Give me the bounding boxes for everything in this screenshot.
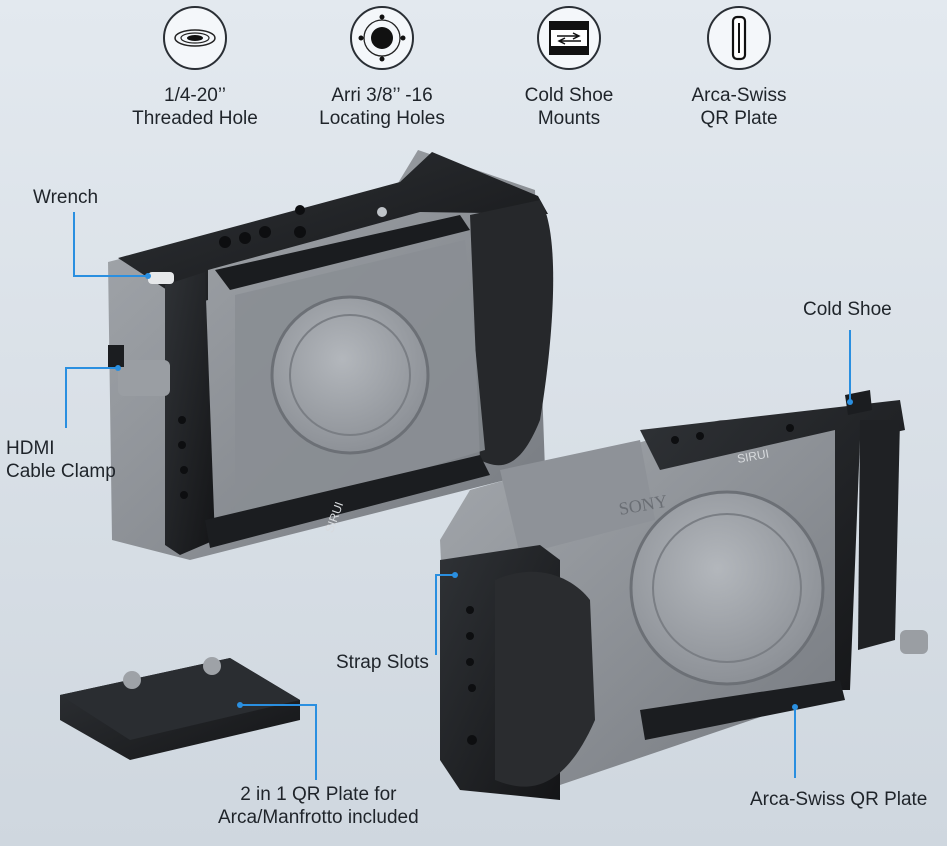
feature-label: Cold Shoe Mounts: [524, 85, 614, 129]
callout-hdmi-cable-clamp: HDMI Cable Clamp: [6, 438, 116, 482]
cold-shoe-mounts-icon: [537, 6, 601, 70]
callout-strap-slots: Strap Slots: [336, 652, 429, 673]
threaded-hole-icon: [163, 6, 227, 70]
feature-label: 1/4-20’’ Threaded Hole: [132, 85, 258, 129]
callout-qr-plate: 2 in 1 QR Plate for Arca/Manfrotto inclu…: [218, 784, 419, 828]
locating-holes-icon: [350, 6, 414, 70]
callout-lines: [65, 212, 851, 780]
feature-label: Arca-Swiss QR Plate: [691, 85, 787, 129]
arca-swiss-plate-icon: [707, 6, 771, 70]
callout-dots: [115, 273, 853, 710]
qr-plate: [60, 657, 300, 760]
callout-arca-swiss-qr-plate: Arca-Swiss QR Plate: [750, 789, 928, 810]
callout-cold-shoe: Cold Shoe: [803, 299, 892, 320]
callout-wrench: Wrench: [33, 187, 99, 208]
feature-label: Arri 3/8’’ -16 Locating Holes: [319, 85, 445, 129]
cage-brand-right: SIRUI: [736, 447, 770, 466]
feature-cold-shoe-mounts: Cold Shoe Mounts: [479, 6, 659, 130]
feature-threaded-hole: 1/4-20’’ Threaded Hole: [105, 6, 285, 130]
cage-left: [108, 150, 554, 560]
feature-locating-holes: Arri 3/8’’ -16 Locating Holes: [292, 6, 472, 130]
feature-arca-swiss-plate: Arca-Swiss QR Plate: [649, 6, 829, 130]
cage-right: [440, 390, 928, 800]
